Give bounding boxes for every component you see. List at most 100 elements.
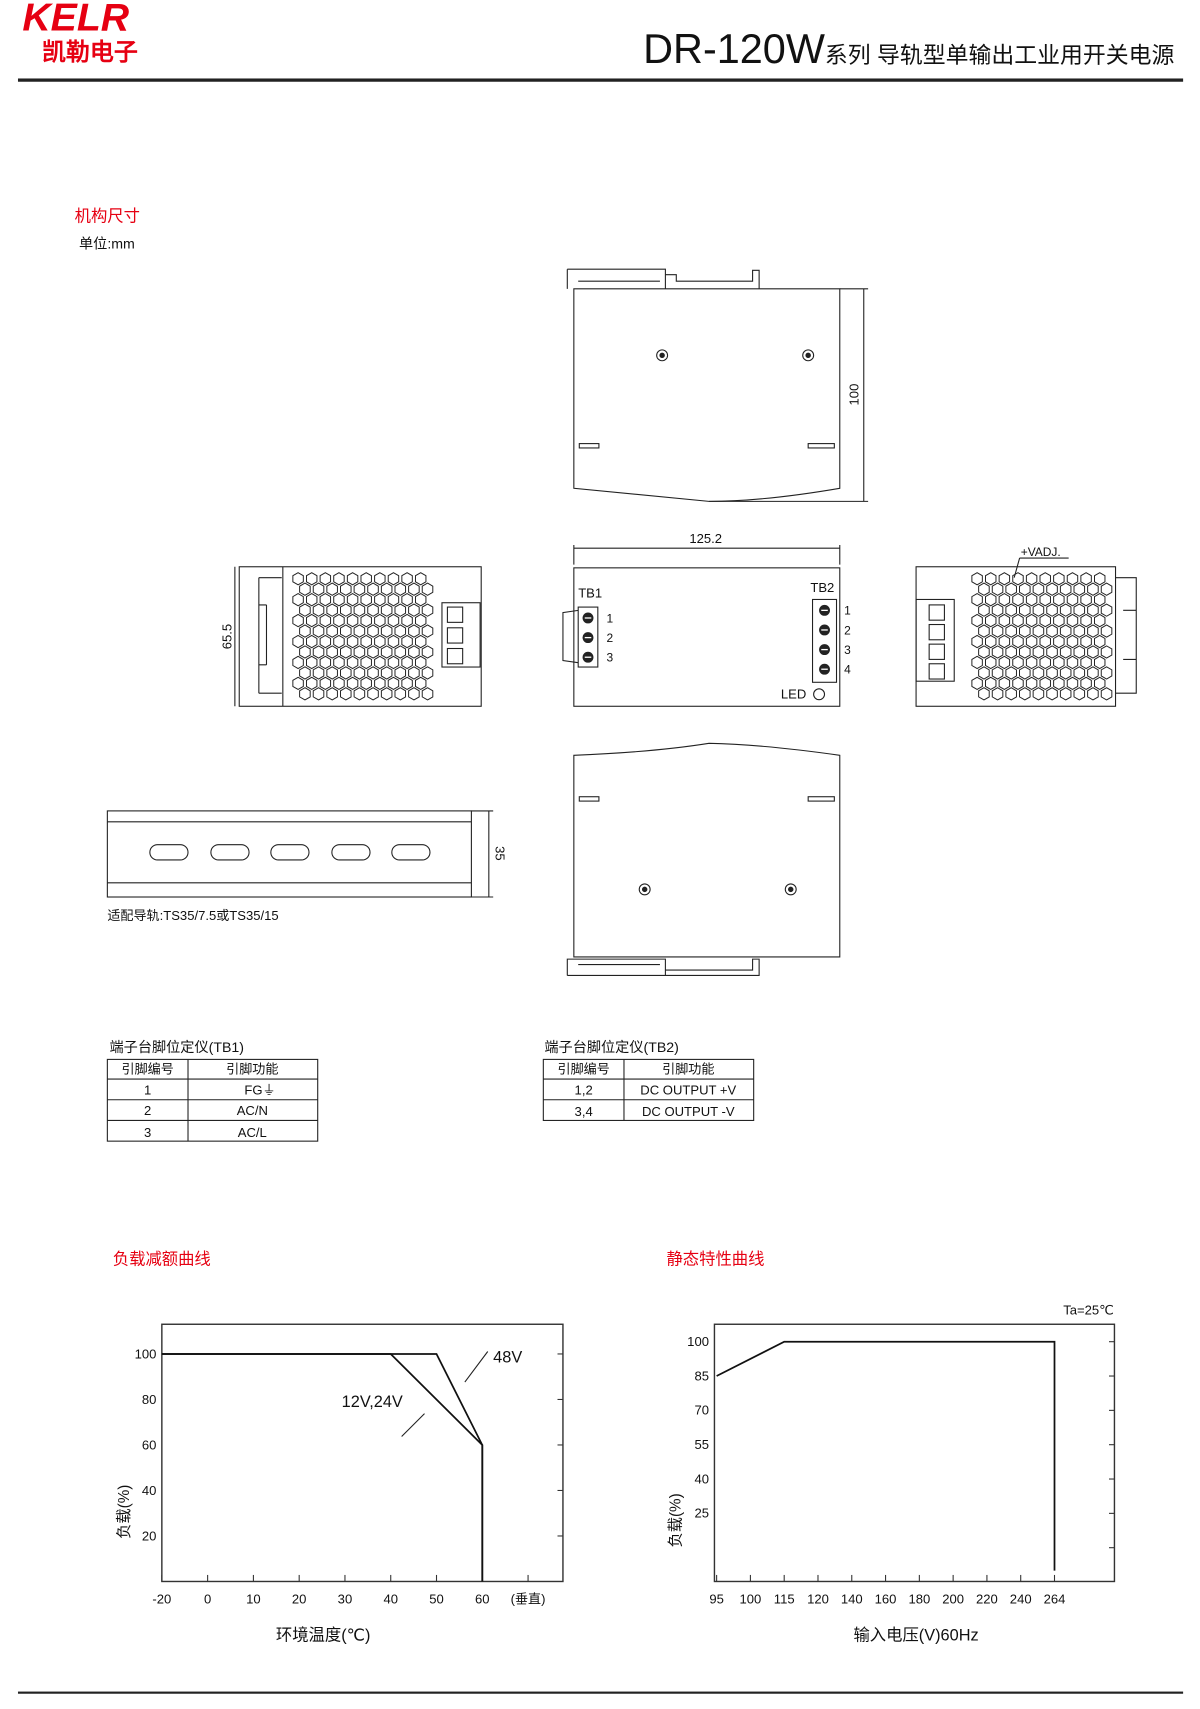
- x-tick-label: 120: [807, 1591, 829, 1606]
- vent-hole: [978, 645, 990, 659]
- vent-hole: [1053, 572, 1065, 586]
- table-cell: AC/N: [237, 1103, 268, 1118]
- vent-hole: [1080, 593, 1092, 607]
- vent-hole: [374, 676, 386, 691]
- vent-hole: [326, 687, 338, 701]
- vent-hole: [971, 634, 983, 649]
- vent-hole: [299, 666, 311, 680]
- vent-hole: [319, 593, 332, 607]
- vent-hole: [1094, 593, 1106, 607]
- vadj-label: +VADJ.: [1021, 545, 1061, 559]
- tb1-pin: 2: [607, 631, 614, 645]
- vent-hole: [414, 634, 427, 649]
- mechanical-title: 机构尺寸: [75, 206, 140, 225]
- vent-hole: [305, 634, 318, 649]
- y-tick-label: 20: [142, 1528, 157, 1543]
- vent-hole: [346, 655, 359, 670]
- vent-hole: [1080, 572, 1092, 586]
- vent-hole: [1100, 687, 1113, 701]
- vent-hole: [367, 582, 379, 596]
- table-cell: 3: [144, 1125, 151, 1140]
- y-tick-label: 100: [135, 1346, 157, 1361]
- vent-hole: [1080, 655, 1092, 670]
- vent-hole: [360, 572, 372, 586]
- vent-hole: [1032, 603, 1045, 617]
- vent-hole: [312, 624, 325, 638]
- vent-hole: [380, 687, 393, 701]
- vent-hole: [1005, 624, 1017, 638]
- vent-hole: [1094, 655, 1106, 670]
- y-tick-label: 55: [694, 1437, 709, 1452]
- vent-hole: [1087, 687, 1099, 701]
- vent-hole: [360, 655, 372, 670]
- y-tick-label: 40: [694, 1471, 709, 1486]
- vent-hole: [394, 624, 407, 638]
- vent-hole: [1066, 572, 1079, 586]
- din-rail-drawing: [106, 810, 494, 898]
- vent-hole: [319, 655, 332, 670]
- vent-hole: [312, 687, 325, 701]
- vent-hole: [1025, 572, 1038, 586]
- vent-hole: [414, 676, 427, 691]
- vent-hole: [1100, 603, 1113, 617]
- dim-depth: 65.5: [220, 624, 235, 649]
- vent-hole: [1012, 655, 1024, 670]
- vent-hole: [421, 582, 434, 596]
- vent-hole: [978, 603, 990, 617]
- vent-hole: [1005, 687, 1017, 701]
- x-axis-label: 输入电压(V)60Hz: [853, 1626, 978, 1644]
- vent-hex-grid: [292, 572, 434, 701]
- table-cell: 2: [144, 1103, 151, 1118]
- series-line-12v-24v: [161, 1353, 484, 1582]
- logo-text: KELR: [22, 0, 129, 40]
- vent-hole: [1032, 645, 1045, 659]
- vent-hole: [1012, 613, 1024, 628]
- y-tick-label: 60: [142, 1437, 157, 1452]
- vent-hole: [394, 603, 407, 617]
- vent-hole: [991, 687, 1004, 701]
- x-tick-label: 30: [338, 1591, 353, 1606]
- front-view-drawing: [562, 544, 841, 707]
- vent-hole: [339, 687, 352, 701]
- vent-hole: [319, 572, 332, 586]
- vent-hole: [374, 634, 386, 649]
- vent-hole: [380, 645, 393, 659]
- vent-hole: [1032, 582, 1045, 596]
- vent-hole: [1032, 666, 1045, 680]
- vent-hole: [299, 603, 311, 617]
- vent-hole: [1073, 582, 1086, 596]
- y-tick-label: 70: [694, 1403, 709, 1418]
- vent-hole: [305, 593, 318, 607]
- vent-hole: [1032, 687, 1045, 701]
- tb2-terminal: [819, 604, 830, 675]
- vent-hole: [1039, 634, 1051, 649]
- vent-hole: [978, 624, 990, 638]
- vent-hole: [985, 572, 997, 586]
- vent-hole: [985, 676, 997, 691]
- vent-hole: [346, 572, 359, 586]
- x-tick-label: 20: [292, 1591, 307, 1606]
- vent-hole: [401, 676, 413, 691]
- vent-hole: [339, 603, 352, 617]
- x-tick-label: 0: [204, 1591, 211, 1606]
- vent-hole: [305, 613, 318, 628]
- vent-hole: [1053, 655, 1065, 670]
- vent-hole: [1025, 655, 1038, 670]
- vent-hole: [1019, 582, 1031, 596]
- vent-hole: [1025, 613, 1038, 628]
- vent-hole: [326, 582, 338, 596]
- vent-hole: [353, 582, 366, 596]
- vent-hole: [1025, 593, 1038, 607]
- x-axis-label: 环境温度(℃): [276, 1625, 371, 1644]
- table-cell: DC OUTPUT +V: [640, 1082, 736, 1097]
- vent-hole: [414, 593, 427, 607]
- vent-hole: [353, 687, 366, 701]
- vent-hole: [985, 613, 997, 628]
- vent-hole: [394, 666, 407, 680]
- tb2-label: TB2: [810, 580, 834, 595]
- vent-hole: [1080, 676, 1092, 691]
- vent-hole: [305, 655, 318, 670]
- vent-hole: [292, 634, 304, 649]
- vent-hole: [1087, 624, 1099, 638]
